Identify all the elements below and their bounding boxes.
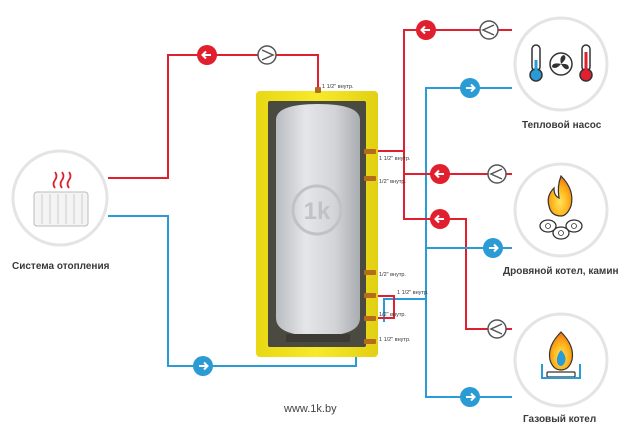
tank-connections — [315, 87, 376, 344]
connection-label-top: 1 1/2" внутр. — [322, 84, 354, 90]
heat-pump-device — [513, 16, 609, 112]
fire-wood-icon — [539, 174, 583, 240]
connection-stub — [364, 270, 376, 275]
connection-label: 1/2" внутр. — [379, 312, 406, 318]
connection-stub — [364, 293, 376, 298]
connection-stub — [364, 339, 376, 344]
connection-label: 1 1/2" внутр. — [397, 290, 429, 296]
heat-pump-label: Тепловой насос — [522, 120, 602, 131]
pipe-gas-return — [383, 298, 426, 322]
heat-waves-icon — [52, 171, 72, 189]
connection-stub — [364, 316, 376, 321]
pumps — [257, 20, 507, 339]
pipe-heating-return — [108, 215, 357, 367]
pump-icon — [487, 164, 507, 184]
pump-icon — [479, 20, 499, 40]
radiator-icon — [33, 171, 89, 227]
watermark-circle — [291, 184, 343, 236]
pipe-heating-supply — [108, 54, 319, 179]
blue-arrow-right-icon — [460, 78, 480, 98]
heating-system-device — [11, 149, 109, 247]
red-arrow-left-icon — [416, 20, 436, 40]
connection-stub — [315, 87, 321, 93]
wood-boiler-label: Дровяной котел, камин — [503, 266, 619, 277]
connection-label: 1/2" внутр. — [379, 179, 406, 185]
pipe-heatpump-supply — [374, 29, 512, 152]
connection-label: 1 1/2" внутр. — [379, 156, 411, 162]
red-arrow-left-icon — [430, 164, 450, 184]
footer-site: www.1k.by — [284, 403, 337, 415]
connection-stub — [364, 149, 376, 154]
connection-label: 1/2" внутр. — [379, 272, 406, 278]
gas-flame-icon — [541, 331, 581, 379]
connection-stub — [364, 176, 376, 181]
pump-icon — [257, 45, 277, 65]
gas-boiler-device — [513, 312, 609, 408]
pipe-mid-stub — [374, 295, 395, 319]
blue-arrow-right-icon — [193, 356, 213, 376]
connection-label: 1 1/2" внутр. — [379, 337, 411, 343]
storage-tank: 1k — [256, 87, 378, 357]
pipe-wood-branch — [403, 174, 512, 330]
red-arrow-left-icon — [430, 209, 450, 229]
tank-base — [286, 334, 350, 342]
flow-arrows — [193, 20, 503, 407]
gas-boiler-label: Газовый котел — [523, 414, 597, 425]
watermark-text: 1k — [304, 198, 331, 225]
thermometer-fan-icon — [529, 44, 593, 82]
heating-system-label: Система отопления — [12, 261, 110, 272]
tank-body — [276, 104, 360, 336]
red-arrow-left-icon — [197, 45, 217, 65]
wood-boiler-device — [513, 162, 609, 258]
blue-arrow-right-icon — [460, 387, 480, 407]
pump-icon — [487, 319, 507, 339]
blue-arrow-right-icon — [483, 238, 503, 258]
